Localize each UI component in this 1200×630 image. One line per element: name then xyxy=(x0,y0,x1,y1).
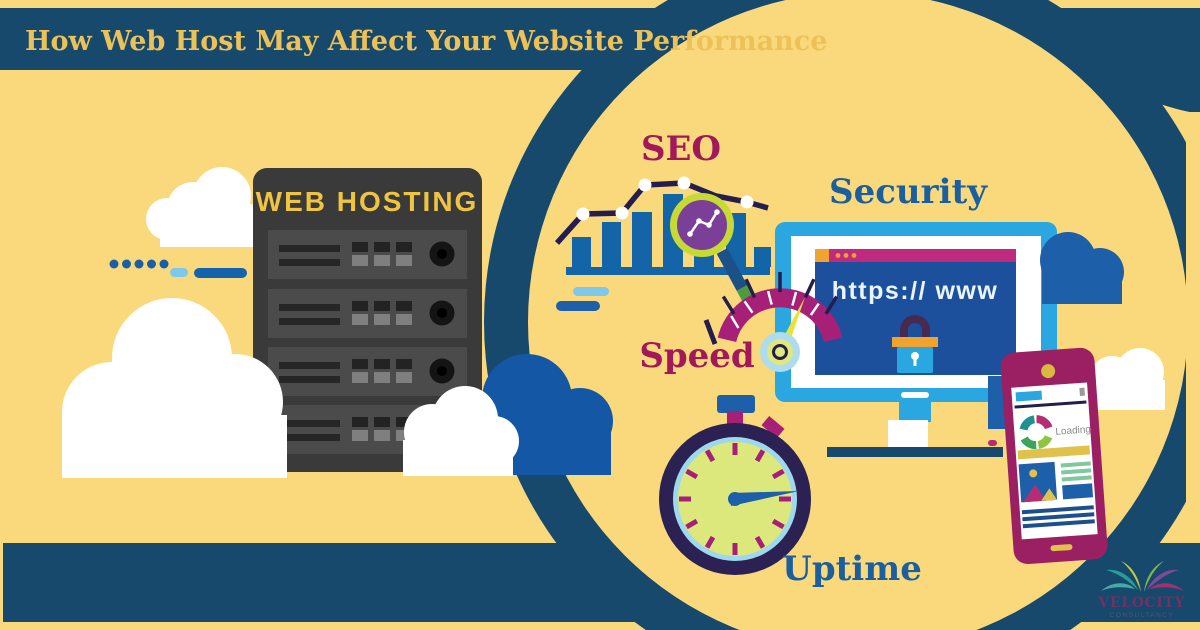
gauge-endcap xyxy=(703,319,718,345)
monitor-neck xyxy=(899,402,931,422)
phone-loading-text: Loading xyxy=(1055,424,1091,437)
browser-tab xyxy=(815,249,829,262)
phone-status-icon xyxy=(1079,387,1085,396)
cloud-bottom-center xyxy=(403,386,519,476)
label-security: Security xyxy=(829,172,988,212)
dash-dark-blue-2 xyxy=(556,301,600,311)
chart-bar xyxy=(632,212,652,267)
server-unit xyxy=(268,289,467,338)
magnifier-lens xyxy=(677,200,727,250)
loading-spinner-icon xyxy=(1019,415,1053,450)
phone-camera-icon xyxy=(1041,364,1056,379)
stopwatch-side-button xyxy=(761,415,785,439)
dash-dark-blue xyxy=(194,268,247,278)
chart-bar xyxy=(602,222,621,267)
chart-markers xyxy=(576,176,754,221)
gauge-hub xyxy=(767,339,793,365)
label-uptime: Uptime xyxy=(782,549,922,589)
phone-blue-block xyxy=(1062,483,1094,500)
browser-url: https:// www xyxy=(832,277,999,305)
gauge-ticks-navy xyxy=(721,272,839,315)
lens-mini-chart xyxy=(688,211,719,235)
phone-text-lines-green xyxy=(1060,461,1092,482)
dash-light-blue xyxy=(170,268,188,277)
monitor-chin-dash xyxy=(901,392,929,398)
brand-logo: VELOCITY CONSULTANCY xyxy=(1098,561,1186,619)
server-label: WEB HOSTING xyxy=(256,186,479,217)
stopwatch-hub xyxy=(728,492,742,506)
stopwatch-crown-cap xyxy=(717,395,755,413)
speed-gauge-icon xyxy=(703,272,843,372)
browser-titlebar xyxy=(815,249,1016,262)
stopwatch-ticks xyxy=(679,443,791,555)
phone-divider xyxy=(1014,400,1087,409)
gauge-arc xyxy=(717,288,843,342)
server-units xyxy=(268,230,467,454)
label-speed: Speed xyxy=(639,336,754,376)
stopwatch-crown-stem xyxy=(727,411,743,427)
logo-name: VELOCITY xyxy=(1098,595,1186,611)
chart-bar xyxy=(572,237,591,267)
gauge-ticks-white xyxy=(730,290,820,329)
logo-leaves-icon xyxy=(1101,561,1184,592)
chart-baseline xyxy=(566,267,770,275)
phone-home-button xyxy=(1050,544,1073,552)
deco-magenta-dash xyxy=(988,440,997,446)
monitor-base xyxy=(827,447,1003,457)
magnifier-handle xyxy=(716,248,748,291)
padlock-icon xyxy=(892,315,938,373)
phone-chip xyxy=(1015,390,1043,402)
data-dots-line xyxy=(109,259,247,278)
lens-mini-dots xyxy=(687,209,720,237)
stopwatch-icon xyxy=(659,395,811,575)
magnifier-icon xyxy=(670,193,755,304)
phone-yellow-bar xyxy=(1017,445,1091,460)
cloud-blue-top-right xyxy=(1040,232,1124,304)
phone-text-lines-navy xyxy=(1021,505,1095,529)
cloud-top-left xyxy=(146,167,263,247)
gauge-hub-ring xyxy=(772,344,788,360)
monitor: https:// www xyxy=(775,222,1057,457)
server-rack: WEB HOSTING xyxy=(253,168,482,472)
stopwatch-hand xyxy=(731,491,799,506)
server-unit xyxy=(268,230,467,279)
phone-image-placeholder xyxy=(1018,461,1058,503)
right-margin-strip xyxy=(1186,112,1200,543)
cloud-white-right xyxy=(1087,348,1165,410)
dash-light-blue-2 xyxy=(573,287,609,296)
cloud-bottom-left xyxy=(62,298,287,478)
label-seo: SEO xyxy=(641,129,721,169)
logo-tagline: CONSULTANCY xyxy=(1110,612,1175,619)
browser-dots xyxy=(835,253,857,258)
page-title: How Web Host May Affect Your Website Per… xyxy=(25,26,827,57)
server-unit xyxy=(268,347,467,396)
chart-bar xyxy=(754,247,771,267)
smartphone: Loading xyxy=(1000,347,1108,565)
monitor-stand xyxy=(888,420,928,447)
